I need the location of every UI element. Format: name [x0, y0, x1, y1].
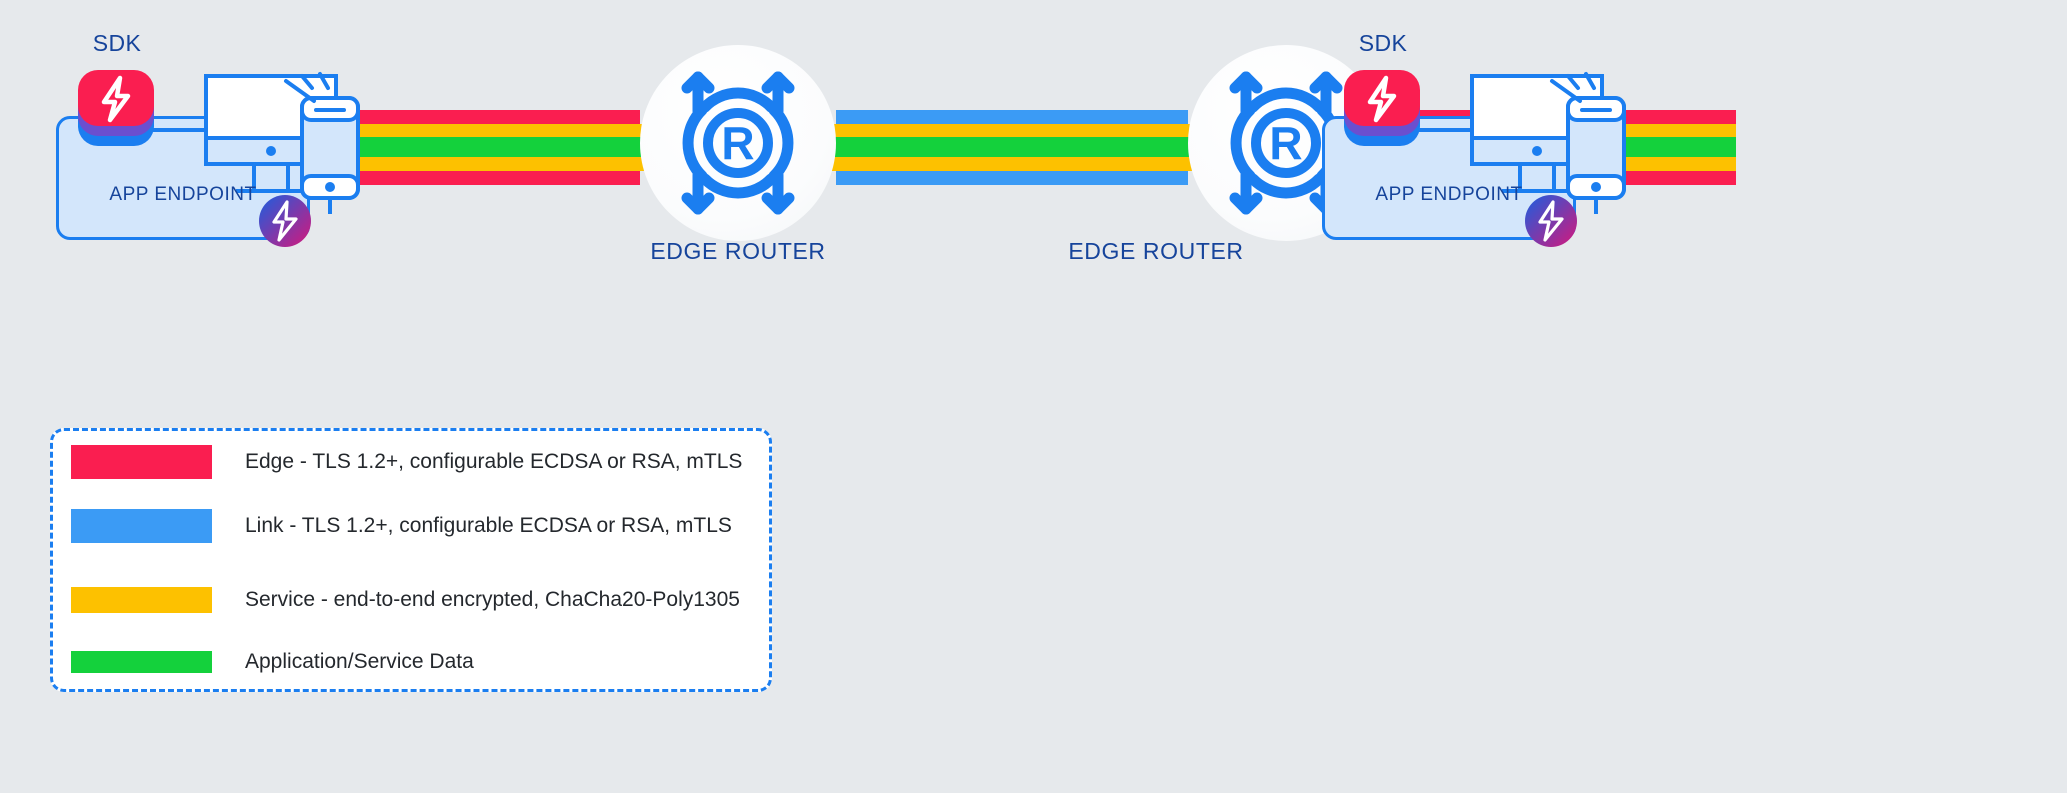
endpoint-left-label: APP ENDPOINT	[109, 184, 257, 205]
endpoint-right[interactable]: SDK APP ENDPOINT	[1322, 30, 1642, 290]
router-right-label: EDGE ROUTER	[1068, 238, 1244, 264]
stripe-link-bottom-middle	[836, 171, 1188, 185]
router-left[interactable]: R	[640, 45, 836, 241]
device-illustration	[1410, 72, 1626, 214]
legend-row-service: Service - end-to-end encrypted, ChaCha20…	[71, 581, 759, 619]
sdk-stack-icon	[1344, 70, 1420, 146]
endpoint-left[interactable]: SDK APP ENDPOINT	[56, 30, 376, 290]
legend-label-data: Application/Service Data	[245, 650, 474, 673]
stripe-service-top-middle	[836, 124, 1188, 138]
legend-row-data: Application/Service Data	[71, 643, 759, 681]
svg-text:R: R	[1269, 117, 1302, 169]
stripe-service-bottom-middle	[836, 157, 1188, 171]
legend-label-service: Service - end-to-end encrypted, ChaCha20…	[245, 588, 740, 611]
sdk-stack-icon	[78, 70, 154, 146]
endpoint-right-label: APP ENDPOINT	[1375, 184, 1523, 205]
sdk-label: SDK	[1358, 30, 1408, 56]
legend-panel: Edge - TLS 1.2+, configurable ECDSA or R…	[50, 428, 772, 692]
ziti-bolt-badge-icon	[1525, 195, 1577, 247]
stripe-data-middle	[836, 137, 1188, 157]
router-left-label: EDGE ROUTER	[650, 238, 826, 264]
legend-label-edge: Edge - TLS 1.2+, configurable ECDSA or R…	[245, 450, 743, 473]
svg-text:R: R	[721, 117, 754, 169]
legend-swatch-link	[71, 509, 212, 543]
legend-label-link: Link - TLS 1.2+, configurable ECDSA or R…	[245, 514, 732, 537]
device-illustration	[144, 72, 360, 214]
legend-row-edge: Edge - TLS 1.2+, configurable ECDSA or R…	[71, 443, 759, 481]
legend-row-link: Link - TLS 1.2+, configurable ECDSA or R…	[71, 507, 759, 545]
stripe-link-top-middle	[836, 110, 1188, 124]
sdk-label: SDK	[92, 30, 142, 56]
legend-swatch-service	[71, 587, 212, 613]
ziti-bolt-badge-icon	[259, 195, 311, 247]
legend-swatch-data	[71, 651, 212, 673]
legend-rows: Edge - TLS 1.2+, configurable ECDSA or R…	[53, 431, 769, 689]
legend-swatch-edge	[71, 445, 212, 479]
router-icon: R	[681, 71, 795, 215]
